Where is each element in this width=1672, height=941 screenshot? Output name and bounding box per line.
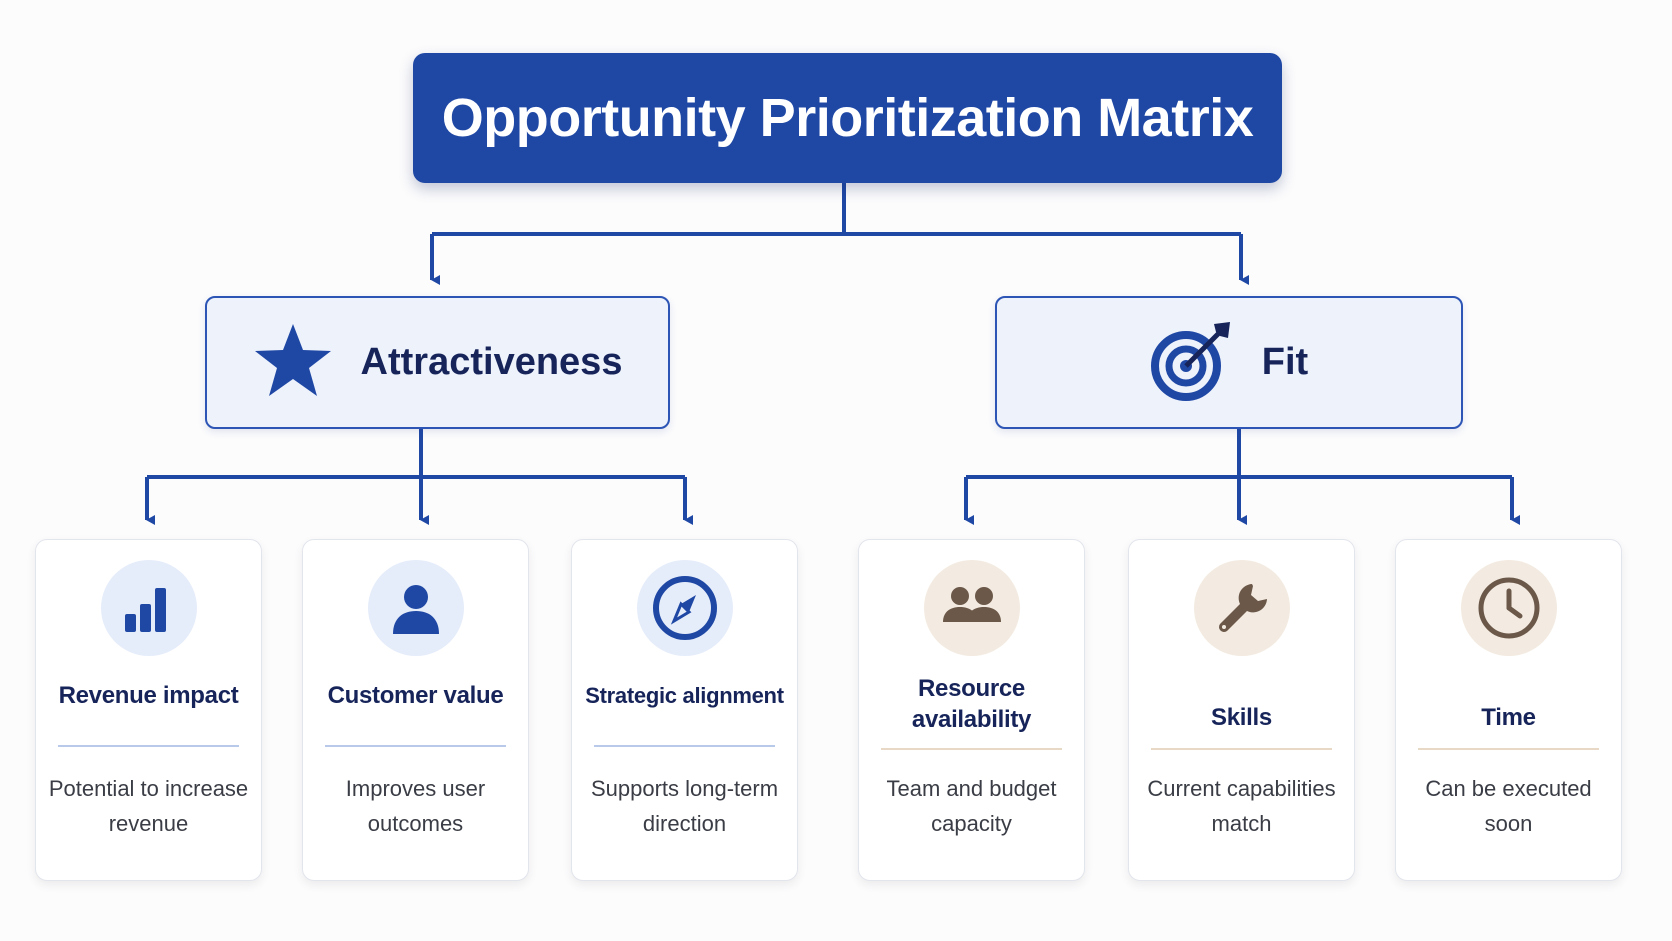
compass-icon xyxy=(637,560,733,656)
criterion-card-customer-value: Customer value Improves user outcomes xyxy=(302,539,529,881)
criterion-title: Resource availability xyxy=(911,675,1032,733)
divider xyxy=(1151,748,1332,750)
category-label: Attractiveness xyxy=(360,341,623,383)
divider xyxy=(594,745,775,747)
user-icon xyxy=(368,560,464,656)
criterion-title: Revenue impact xyxy=(58,682,239,709)
category-attractiveness: Attractiveness xyxy=(205,296,670,429)
criterion-description: Potential to increase revenue xyxy=(48,776,249,836)
criterion-card-time: Time Can be executed soon xyxy=(1395,539,1622,881)
bar-chart-icon xyxy=(101,560,197,656)
criterion-title: Customer value xyxy=(327,682,504,709)
wrench-icon xyxy=(1194,560,1290,656)
clock-icon xyxy=(1461,560,1557,656)
criterion-description: Current capabilities match xyxy=(1147,776,1336,836)
criterion-description: Can be executed soon xyxy=(1425,776,1592,836)
target-icon xyxy=(1150,318,1234,407)
criterion-card-strategic-alignment: Strategic alignment Supports long-term d… xyxy=(571,539,798,881)
people-icon xyxy=(924,560,1020,656)
divider xyxy=(1418,748,1599,750)
criterion-description: Supports long-term direction xyxy=(590,776,779,836)
category-label: Fit xyxy=(1261,341,1309,383)
divider xyxy=(325,745,506,747)
criterion-description: Team and budget capacity xyxy=(886,776,1057,836)
star-icon xyxy=(253,322,333,403)
divider xyxy=(881,748,1062,750)
category-fit: Fit xyxy=(995,296,1463,429)
criterion-description: Improves user outcomes xyxy=(345,776,486,836)
criterion-card-skills: Skills Current capabilities match xyxy=(1128,539,1355,881)
criterion-title: Skills xyxy=(1211,704,1272,731)
divider xyxy=(58,745,239,747)
criterion-title: Time xyxy=(1481,704,1536,731)
criterion-title: Strategic alignment xyxy=(585,683,784,708)
criterion-card-resource-availability: Resource availability Team and budget ca… xyxy=(858,539,1085,881)
criterion-card-revenue-impact: Revenue impact Potential to increase rev… xyxy=(35,539,262,881)
diagram-title: Opportunity Prioritization Matrix xyxy=(441,88,1254,148)
title-banner: Opportunity Prioritization Matrix xyxy=(413,53,1282,183)
